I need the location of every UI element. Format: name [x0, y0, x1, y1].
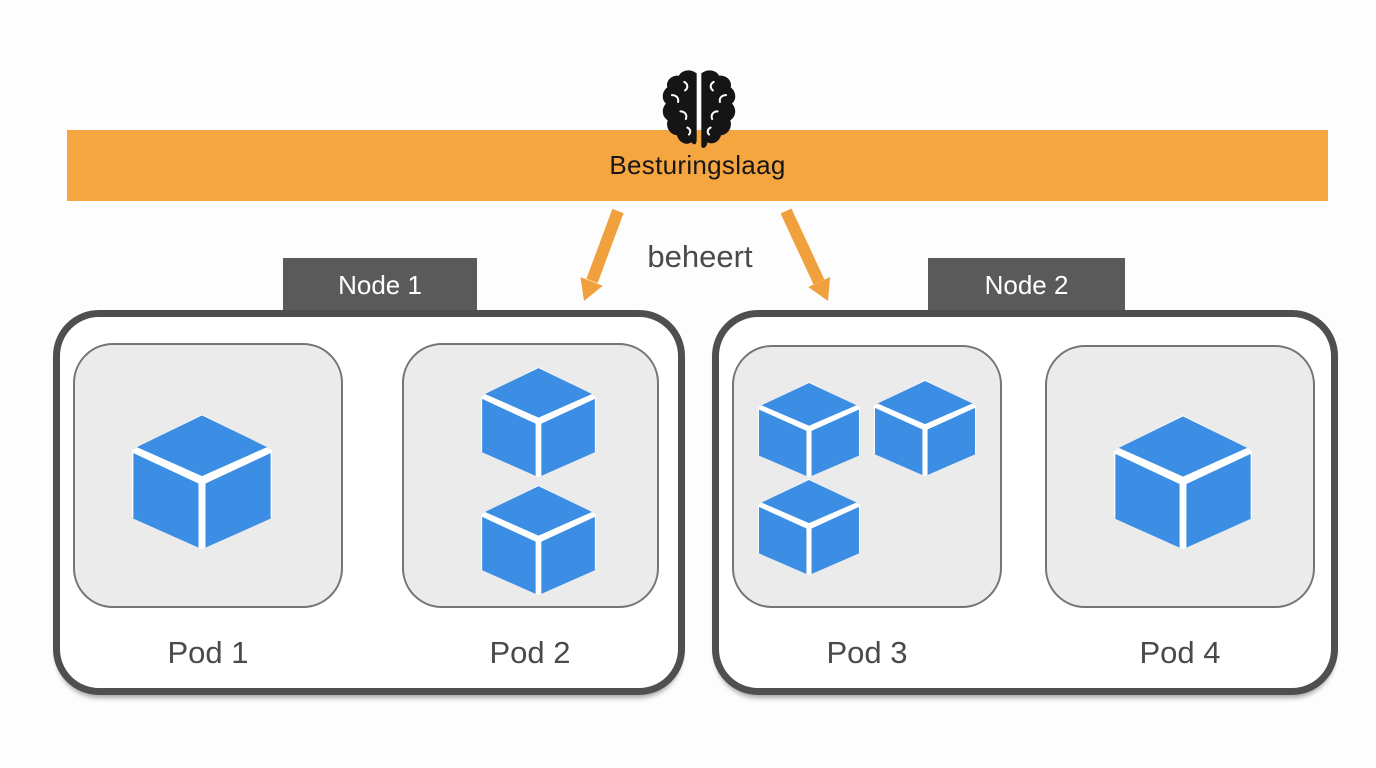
node-1-label-tab: Node 1 — [283, 258, 477, 312]
pod-1-label: Pod 1 — [167, 635, 249, 670]
node-2-box: Pod 3 Pod 4 — [712, 310, 1338, 695]
control-plane-label: Besturingslaag — [609, 150, 786, 180]
pod-4-box — [1045, 345, 1315, 608]
node-2-label-tab: Node 2 — [928, 258, 1125, 312]
pod-2-box — [402, 343, 659, 608]
node-1-box: Pod 1 Pod 2 — [53, 310, 685, 695]
container-cube-icon — [481, 367, 596, 477]
container-cube-icon — [132, 414, 272, 549]
brain-icon — [662, 70, 736, 148]
container-cube-icon — [758, 479, 860, 575]
pod-1-box — [73, 343, 343, 608]
container-cube-icon — [758, 382, 860, 477]
container-cube-icon — [874, 380, 976, 476]
pod-2-label: Pod 2 — [489, 635, 571, 670]
manages-label: beheert — [647, 239, 753, 274]
node-2-label: Node 2 — [984, 269, 1069, 300]
node-1-label: Node 1 — [338, 269, 422, 300]
pod-3-box — [732, 345, 1002, 608]
container-cube-icon — [1114, 415, 1252, 549]
control-plane-bar: Besturingslaag — [67, 130, 1328, 201]
container-cube-icon — [481, 485, 596, 595]
pod-3-label: Pod 3 — [826, 635, 908, 670]
pod-4-label: Pod 4 — [1139, 635, 1221, 670]
